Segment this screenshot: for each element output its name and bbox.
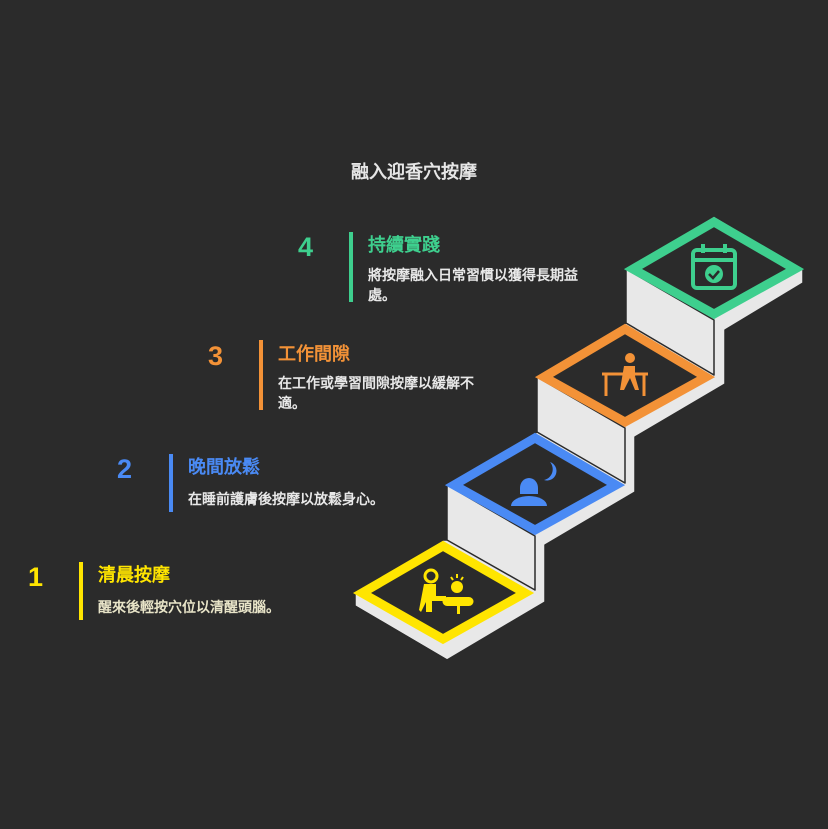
sleeping-woman-moon-icon bbox=[511, 462, 557, 506]
step-1-heading: 清晨按摩 bbox=[98, 565, 170, 586]
step-2-heading: 晚間放鬆 bbox=[188, 457, 260, 478]
step-1-number: 1 bbox=[28, 562, 44, 592]
step-4-accent-bar bbox=[349, 232, 353, 302]
step-4-number: 4 bbox=[298, 232, 314, 262]
step-2-number: 2 bbox=[117, 454, 133, 484]
step-3-description: 在工作或學習間隙按摩以緩解不適。 bbox=[278, 376, 474, 412]
step-3-number: 3 bbox=[208, 341, 224, 371]
diagram-title: 融入迎香穴按摩 bbox=[351, 162, 477, 183]
step-4-description: 將按摩融入日常習慣以獲得長期益處。 bbox=[368, 268, 578, 304]
riser-3 bbox=[536, 376, 626, 484]
step-1-description: 醒來後輕按穴位以清醒頭腦。 bbox=[98, 600, 280, 616]
person-at-desk-icon bbox=[602, 353, 648, 396]
step-1-accent-bar bbox=[79, 562, 83, 620]
step-4-heading: 持續實踐 bbox=[368, 235, 440, 256]
calendar-check-icon bbox=[691, 244, 737, 290]
massage-person-icon bbox=[419, 568, 474, 614]
riser-4 bbox=[625, 268, 715, 376]
step-1-platform bbox=[352, 540, 535, 645]
riser-2 bbox=[446, 484, 536, 591]
step-2-description: 在睡前護膚後按摩以放鬆身心。 bbox=[188, 492, 384, 508]
step-2-accent-bar bbox=[169, 454, 173, 512]
step-3-accent-bar bbox=[259, 340, 263, 410]
step-3-heading: 工作間隙 bbox=[278, 344, 350, 365]
